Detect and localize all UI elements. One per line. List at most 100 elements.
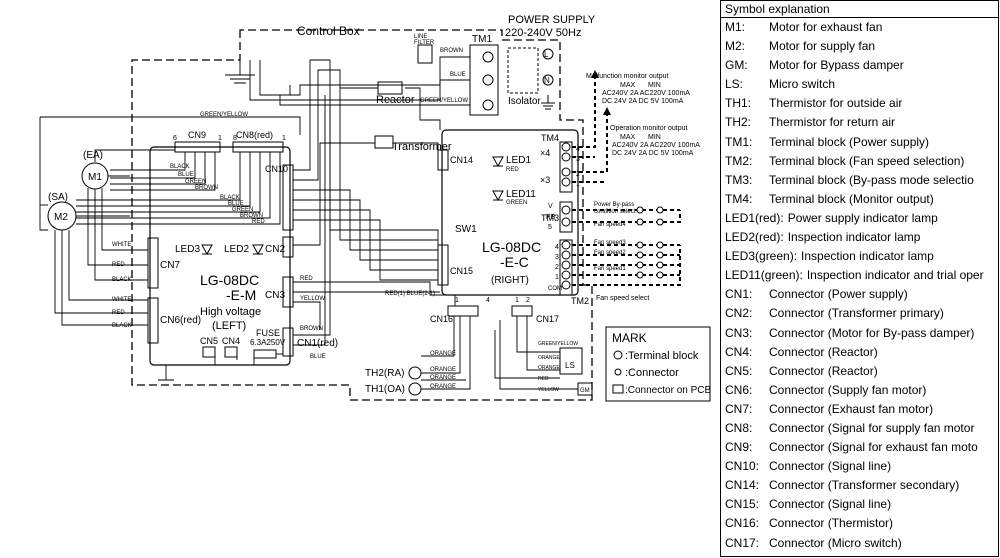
legend-item-code: GM: [725,58,748,73]
power-supply-spec: 220-240V 50Hz [505,27,581,39]
cn15-label: CN15 [450,266,473,276]
malfunction-title: Malfunction monitor output [586,73,669,80]
legend-item-code: LS: [725,77,744,92]
legend-item-code: CN10: [725,459,760,474]
wire-brown-cn1: BROWN [300,326,323,332]
tm4-x4: ×4 [540,148,550,158]
tm3-condition: Power By-pass [594,202,634,208]
legend-item-desc: Connector (Signal for supply fan motor [769,420,975,435]
wire-red-cn6: RED [112,310,125,316]
legend-item-code: CN14: [725,478,760,493]
legend-item-desc: Connector (Signal line) [769,459,892,474]
legend-item: CN14: Connector (Transformer secondary) [721,476,998,495]
control-box-label: Control Box [297,24,360,38]
legend-item: TM3:Terminal block (By-pass mode selecti… [721,171,998,190]
board-right-name: LG-08DC [482,239,541,255]
cn10-label: CN10 [265,164,288,174]
line-filter [417,44,433,64]
fan-speed-2: Fan speed2 [594,250,626,256]
cn17-label: CN17 [536,314,559,324]
wire-green-cn9: GREEN [185,179,206,185]
isolator-box [507,47,539,94]
cn8-pin-1: 1 [282,135,286,142]
ea-label: (EA) [83,150,103,161]
legend-item-code: CN5: [725,363,753,378]
legend-item-desc: Motor for Bypass damper [769,58,904,73]
wire-black-cn9: BLACK [170,164,190,170]
cn8-pin-8: 8 [233,135,237,142]
legend-item: CN8: Connector (Signal for supply fan mot… [721,419,998,438]
legend-item: CN4:Connector (Reactor) [721,343,998,362]
legend-item: CN3:Connector (Motor for By-pass damper) [721,324,998,343]
legend-item-desc: Connector (Signal for exhaust fan moto [769,440,978,455]
legend-item-desc: Connector (Exhaust fan motor) [769,401,934,416]
reactor-label: Reactor [376,94,415,106]
tm3-condition-2: condition select [594,209,636,215]
legend-item-code: TH1: [725,96,752,111]
reactor-coil [377,81,403,95]
transformer-coil [374,135,394,149]
tm4-pin-3: 3 [576,156,580,163]
wire-brown-label: BROWN [440,48,463,54]
legend-item-desc: Connector (Power supply) [769,287,908,302]
wire-green-cn8: GREEN [232,207,253,213]
legend-item-code: CN4: [725,344,753,359]
led1-symbol [492,156,504,168]
legend-item-code: LED11(green): [725,268,803,283]
wire-white-cn7: WHITE [112,242,131,248]
legend-item-code: TH2: [725,115,752,130]
legend-item-desc: Connector (Transformer secondary) [769,478,960,493]
wire-gy-ls: GREEN/YELLOW [538,341,578,347]
operation-min: MIN [648,134,661,141]
legend-item: LED3(green):Inspection indicator lamp [721,247,998,266]
wire-white-cn6: WHITE [112,297,131,303]
legend-item-code: CN8: [725,420,753,435]
legend-item: CN7:Connector (Exhaust fan motor) [721,400,998,419]
mark-title: MARK [612,331,647,345]
tm3-5: 5 [548,224,552,231]
tm4-label: TM4 [541,133,559,143]
wiring-lines [39,56,578,390]
board-right-side: (RIGHT) [491,275,529,286]
legend-item: LS:Micro switch [721,75,998,94]
legend-item: CN10: Connector (Signal line) [721,457,998,476]
wire-red-cn3: RED [300,276,313,282]
tm2-pin-4: 4 [555,244,559,251]
mark-pcb-connector: :Connector on PCB [625,385,711,396]
legend-item: TM1:Terminal block (Power supply) [721,133,998,152]
legend-item-code: TM3: [725,172,753,187]
tm1-block [469,44,499,116]
led2-label: LED2 [224,244,249,255]
tm3-label: TM3 [541,213,559,223]
operation-line2: DC 24V 2A DC 5V 100mA [612,150,694,157]
legend-item-desc: Inspection indicator lamp [787,230,921,245]
board-left-name-2: -E-M [226,287,256,303]
malfunction-min: MIN [648,82,661,89]
wire-blue-cn9: BLUE [178,172,194,178]
sw1-label: SW1 [455,224,477,235]
cn16-label: CN16 [430,314,453,324]
legend-item: CN17:Connector (Micro switch) [721,534,998,553]
legend-item: LED2(red):Inspection indicator lamp [721,228,998,247]
cn9-pin-6: 6 [173,135,177,142]
cn6-label: CN6(red) [160,315,201,326]
cn17-pin-2: 2 [526,297,530,304]
tm4-pin-1: 1 [576,181,580,188]
tm2-com: COM [548,286,562,292]
legend-item-code: CN6: [725,382,753,397]
tm3-pb: PB [546,214,556,221]
legend-item: TH2: Thermistor for return air [721,113,998,132]
board-left-sub: High voltage [200,306,261,318]
legend-item-desc: Thermistor for return air [769,115,896,130]
malfunction-max: MAX [620,82,636,89]
m1-label: M1 [88,172,102,183]
legend-item-desc: Motor for supply fan [769,39,876,54]
legend-item: TM2:Terminal block (Fan speed selection) [721,152,998,171]
legend-item-code: LED1(red): [725,210,784,225]
wire-gy-label: GREEN/YELLOW [420,98,468,104]
tm2-pin-2: 2 [555,264,559,271]
legend-item-code: CN9: [725,440,753,455]
legend-item-desc: Connector (Motor for By-pass damper) [769,325,975,340]
gm-label: GM [580,388,590,394]
